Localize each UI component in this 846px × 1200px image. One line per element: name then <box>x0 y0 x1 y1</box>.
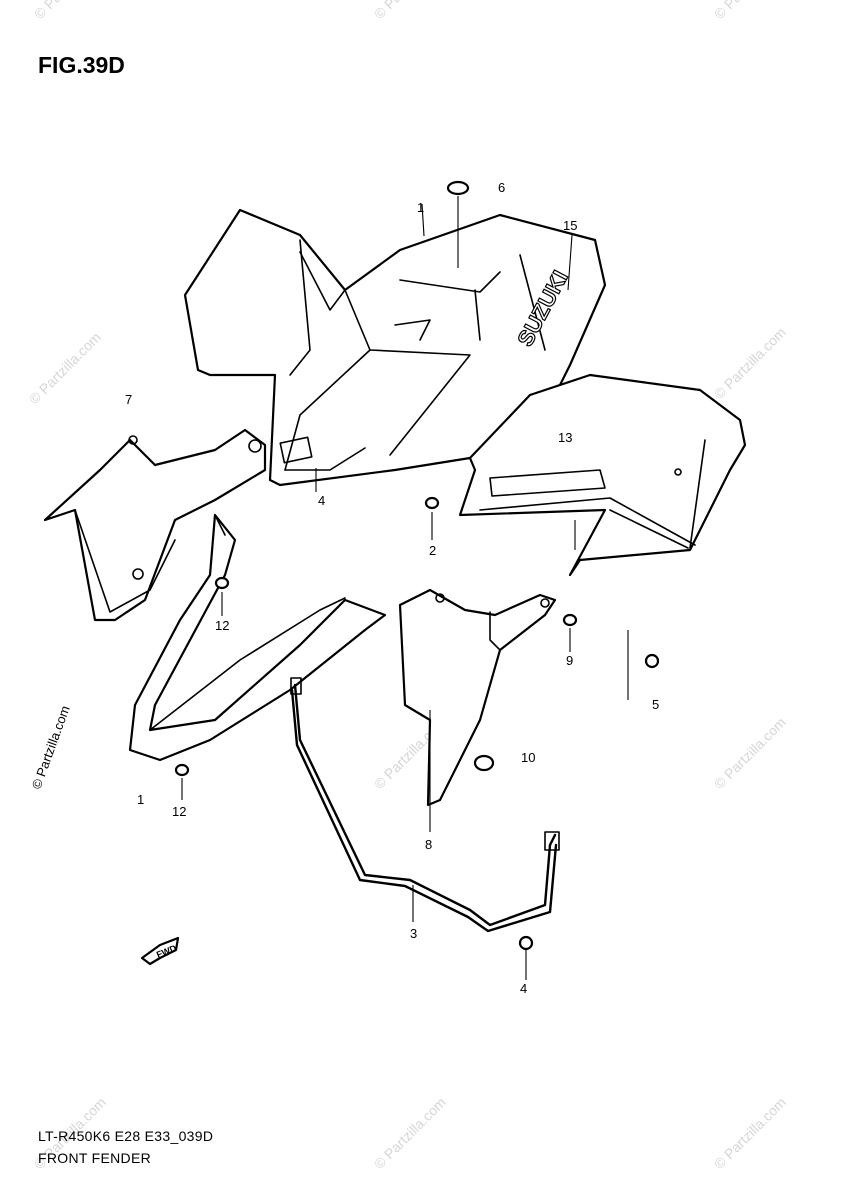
callout-15: 15 <box>563 218 577 233</box>
screw-icon <box>562 613 578 627</box>
callout-10: 10 <box>521 750 535 765</box>
callout-6: 6 <box>498 180 505 195</box>
callout-3: 3 <box>410 926 417 941</box>
watermark: © Partzilla.com <box>711 324 789 402</box>
callout-2: 2 <box>429 543 436 558</box>
watermark: © Partzilla.com <box>371 0 449 22</box>
screw-icon <box>424 496 440 510</box>
callout-7: 7 <box>125 392 132 407</box>
callout-9: 9 <box>566 653 573 668</box>
fastener-group <box>174 180 660 951</box>
fender-side-panel <box>458 373 747 577</box>
callout-1: 1 <box>417 200 424 215</box>
figure-title: FIG.39D <box>38 52 125 78</box>
forward-arrow-icon <box>140 936 180 966</box>
clip-icon <box>473 754 495 772</box>
callout-11: 1 <box>137 792 144 807</box>
mud-flap-left <box>43 428 267 622</box>
bolt-icon <box>518 935 534 951</box>
watermark-vertical: © Partzilla.com <box>29 704 73 791</box>
watermark: © Partzilla.com <box>26 329 104 407</box>
callout-5: 5 <box>652 697 659 712</box>
diagram-code: LT-R450K6 E28 E33_039D <box>38 1128 214 1144</box>
screw-icon <box>214 576 230 590</box>
watermark: © Partzilla.com <box>711 1094 789 1172</box>
callout-4-upper: 4 <box>318 493 325 508</box>
watermark: © Partzilla.com <box>711 0 789 22</box>
leader-lines <box>181 196 629 980</box>
watermark: © Partzilla.com <box>711 714 789 792</box>
callout-12-lower: 12 <box>172 804 186 819</box>
screw-icon <box>174 763 190 777</box>
callout-labels: 1 6 15 7 13 4 2 12 9 5 10 12 1 8 3 4 <box>125 180 659 996</box>
callout-4-lower: 4 <box>520 981 527 996</box>
callout-12-upper: 12 <box>215 618 229 633</box>
bolt-icon <box>644 653 660 669</box>
callout-13: 13 <box>558 430 572 445</box>
diagram-name: FRONT FENDER <box>38 1150 152 1166</box>
direction-arrow: FWD <box>140 936 180 966</box>
lower-fender <box>128 513 387 762</box>
fender-brace <box>290 677 560 933</box>
clip-icon <box>446 180 470 196</box>
callout-8: 8 <box>425 837 432 852</box>
watermark: © Partzilla.com <box>31 0 109 22</box>
watermark: © Partzilla.com <box>371 1094 449 1172</box>
front-fender-main: SUZUKI <box>183 208 607 487</box>
inner-mud-guard <box>398 588 557 807</box>
